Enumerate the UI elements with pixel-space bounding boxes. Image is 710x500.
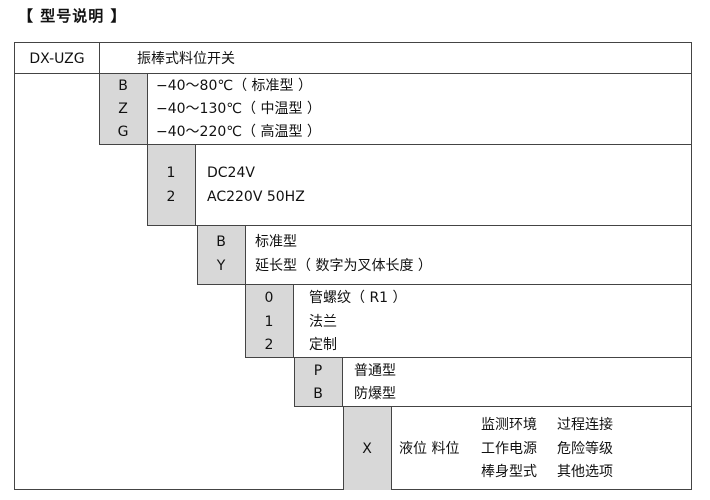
temp-code-b: B <box>118 78 128 94</box>
temp-code-g: G <box>117 124 129 140</box>
power-desc-dc: DC24V <box>207 165 255 181</box>
grid-r3-c2: 其他选项 <box>557 464 613 480</box>
group-power-code-column <box>147 145 195 225</box>
section-title: 【 型号说明 】 <box>18 7 127 25</box>
power-code-2: 2 <box>166 189 176 205</box>
explosion-code-b: B <box>313 386 323 402</box>
explosion-code-p: P <box>313 363 323 379</box>
connection-desc-flange: 法兰 <box>309 314 337 330</box>
group-explosion-code-column <box>294 358 342 406</box>
length-code-b: B <box>216 234 226 250</box>
grid-r2-c1: 工作电源 <box>481 441 537 457</box>
model-code: DX-UZG <box>29 51 85 67</box>
power-desc-ac: AC220V 50HZ <box>207 189 305 205</box>
length-desc-extended: 延长型（ 数字为叉体长度 ） <box>255 258 432 274</box>
length-desc-standard: 标准型 <box>255 234 297 250</box>
last-label: 液位 料位 <box>399 441 460 457</box>
temp-desc-high: −40～220℃（ 高温型 ） <box>156 124 321 140</box>
explosion-desc-proof: 防爆型 <box>354 386 396 402</box>
temp-desc-standard: −40～80℃（ 标准型 ） <box>156 78 312 94</box>
group-last-code-column <box>343 407 391 490</box>
temp-code-z: Z <box>118 101 128 117</box>
connection-code-1: 1 <box>264 314 274 330</box>
connection-code-0: 0 <box>264 290 274 306</box>
group-length-code-column <box>197 226 245 284</box>
grid-r1-c1: 监测环境 <box>481 417 537 433</box>
last-code-x: X <box>362 441 372 457</box>
group-temperature-code-column <box>99 74 147 144</box>
temp-desc-medium: −40～130℃（ 中温型 ） <box>156 101 321 117</box>
product-name: 振棒式料位开关 <box>137 51 235 67</box>
connection-desc-custom: 定制 <box>309 337 337 353</box>
grid-r3-c1: 棒身型式 <box>481 464 537 480</box>
grid-r1-c2: 过程连接 <box>557 417 613 433</box>
length-code-y: Y <box>216 258 226 274</box>
model-table: DX-UZG 振棒式料位开关 B Z G −40～80℃（ 标准型 ） −40～… <box>14 42 692 490</box>
grid-r2-c2: 危险等级 <box>557 441 613 457</box>
connection-code-2: 2 <box>264 337 274 353</box>
connection-desc-thread: 管螺纹（ R1 ） <box>309 290 407 306</box>
group-connection-code-column <box>245 285 293 357</box>
power-code-1: 1 <box>166 165 176 181</box>
explosion-desc-normal: 普通型 <box>354 363 396 379</box>
